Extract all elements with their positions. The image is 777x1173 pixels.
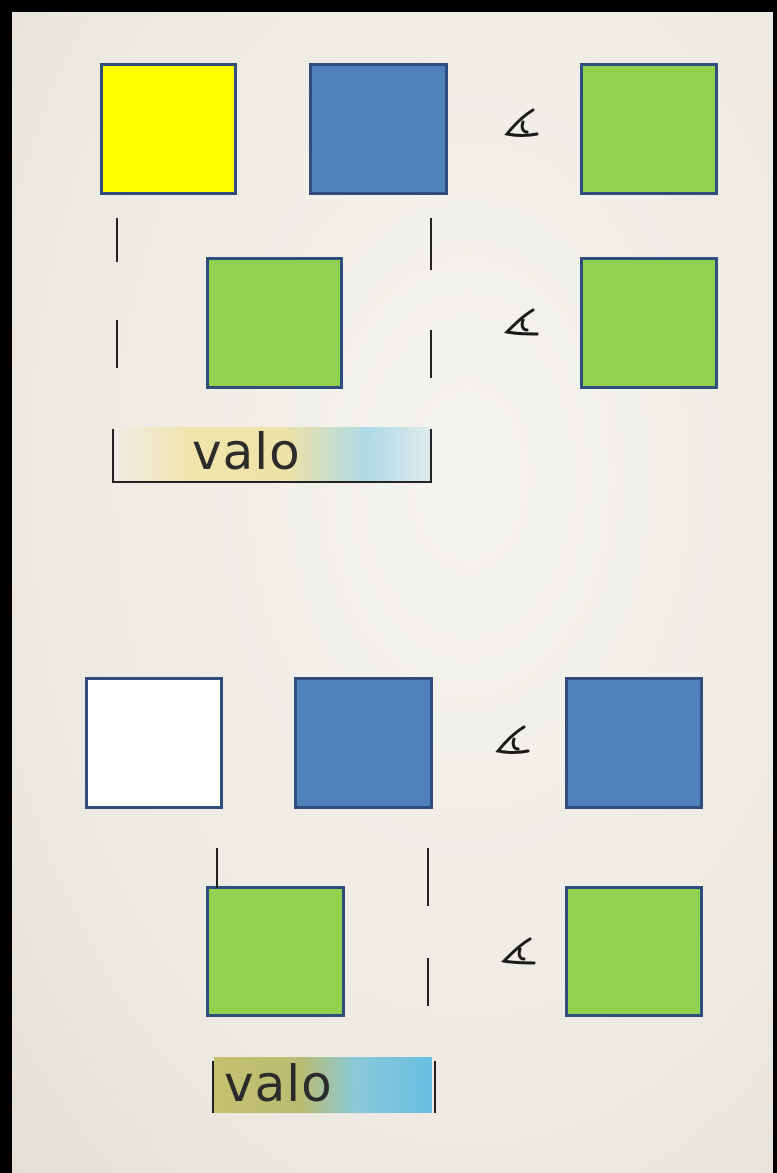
valo-bracket: valo [206, 1055, 444, 1117]
white-square [85, 677, 223, 809]
valo-label: valo [192, 423, 301, 481]
valo-gradient [214, 1057, 432, 1113]
bracket-end-right [434, 1061, 436, 1113]
bracket-dash [427, 848, 429, 906]
green-square [565, 886, 703, 1017]
valo-gradient [114, 427, 430, 481]
bracket-baseline [112, 481, 432, 483]
green-square [206, 257, 343, 389]
frame-edge-top [0, 0, 777, 12]
valo-bracket: valo [108, 425, 434, 485]
green-square [206, 886, 345, 1017]
frame-edge-right [773, 0, 777, 1173]
blue-square [294, 677, 433, 809]
yellow-square [100, 63, 237, 195]
blue-square [309, 63, 448, 195]
eye-icon [500, 937, 536, 965]
green-square [580, 63, 718, 195]
bracket-dash [430, 218, 432, 270]
bracket-dash [427, 958, 429, 1006]
bracket-dash [116, 320, 118, 368]
bracket-end-left [112, 429, 114, 481]
blue-square [565, 677, 703, 809]
bracket-dash [216, 848, 218, 888]
valo-label: valo [224, 1055, 333, 1113]
bracket-end-left [212, 1061, 214, 1113]
eye-icon [495, 725, 530, 754]
eye-icon [503, 308, 539, 336]
bracket-dash [116, 218, 118, 262]
eye-icon [504, 108, 539, 137]
bracket-end-right [430, 429, 432, 481]
bracket-dash [430, 330, 432, 378]
green-square [580, 257, 718, 389]
frame-edge-left [0, 0, 12, 1173]
